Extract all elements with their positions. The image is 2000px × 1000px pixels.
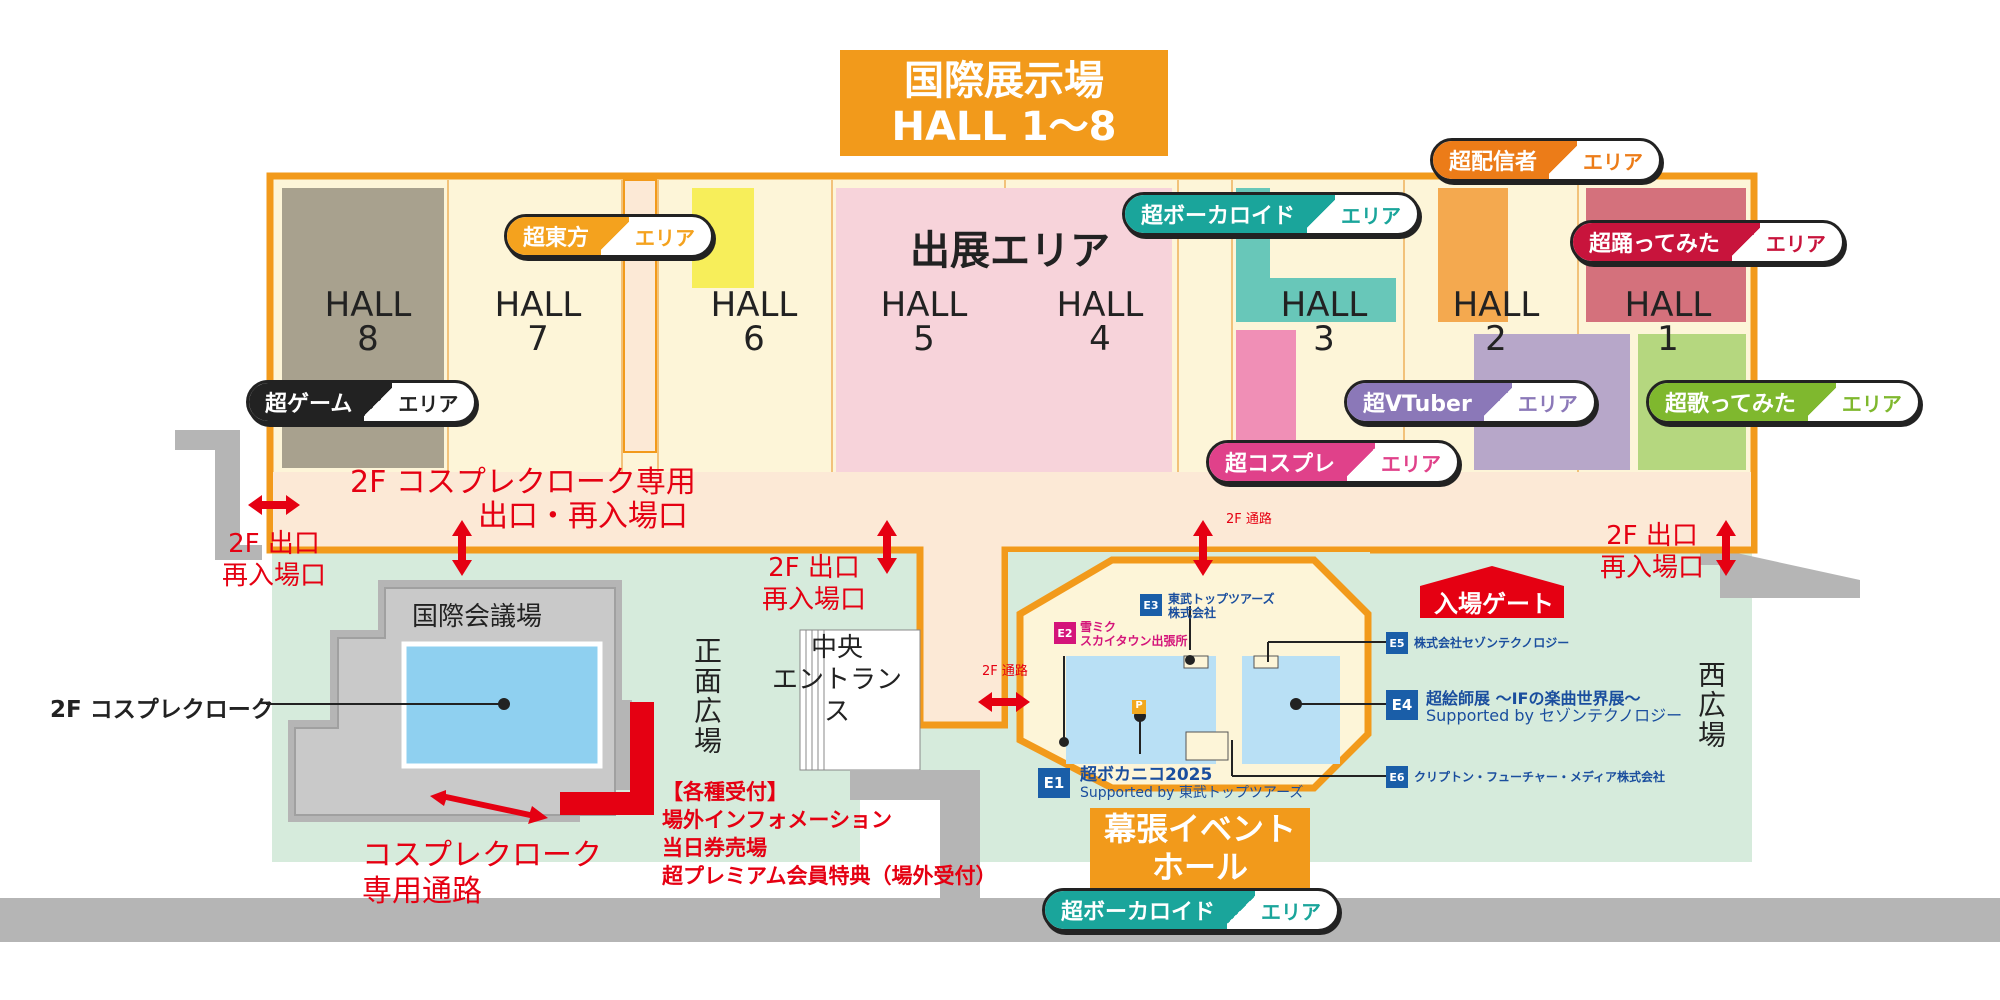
walkway-right [1700, 545, 1860, 598]
parking-marker-icon: P [1135, 700, 1143, 711]
exit-left-label: 2F 出口 再入場口 [222, 529, 327, 591]
pill-sub: エリア [635, 225, 696, 250]
pill-sub: エリア [1381, 451, 1442, 476]
stairs-icon [601, 217, 630, 255]
stairs-icon [1347, 443, 1376, 481]
road [0, 898, 2000, 942]
stairs-icon [364, 383, 393, 421]
pill-main: 超配信者 [1433, 141, 1550, 179]
pill-sub: エリア [1583, 149, 1644, 174]
exit-right-label: 2F 出口 再入場口 [1600, 521, 1705, 583]
stairs-icon [1549, 141, 1578, 179]
pill-sub: エリア [1261, 899, 1322, 924]
exhibit-area-label: 出展エリア [910, 228, 1110, 274]
booth-e6-badge[interactable]: E6 [1386, 766, 1408, 788]
pill-sub: エリア [1765, 231, 1826, 256]
event-hall-label-bg [1090, 808, 1310, 888]
event-hall-label: 幕張イベント ホール [1103, 810, 1296, 886]
booth-e6-label: クリプトン・フューチャー・メディア株式会社 [1414, 770, 1666, 784]
pill-sub: エリア [1341, 203, 1402, 228]
booth-e5-badge[interactable]: E5 [1386, 632, 1408, 654]
passage-top-label: 2F 通路 [1226, 512, 1272, 527]
pill-main: 超ゲーム [249, 383, 365, 421]
area-pill-game[interactable]: 超ゲーム エリア [246, 380, 478, 424]
booth-e3-label: 東武トップツアーズ 株式会社 [1168, 592, 1275, 620]
pill-sub: エリア [1517, 391, 1578, 416]
pill-main: 超コスプレ [1209, 443, 1348, 481]
nishi-hiroba-label: 西広場 [1694, 660, 1727, 750]
pill-main: 超歌ってみた [1649, 383, 1808, 421]
area-pill-utattemita[interactable]: 超歌ってみた エリア [1646, 380, 1921, 424]
pill-main: 超東方 [507, 217, 602, 255]
booth-e1-badge[interactable]: E1 [1038, 768, 1070, 798]
area-pill-vocaloid-bottom[interactable]: 超ボーカロイド エリア [1042, 888, 1341, 932]
pill-sub: エリア [398, 391, 459, 416]
central-entrance-stairs [799, 629, 921, 771]
booth-e1-label: 超ボカニコ2025 Supported by 東武トップツアーズ [1080, 765, 1304, 801]
booth-e2-label: 雪ミク スカイタウン出張所 [1080, 620, 1188, 648]
shomen-hiroba-label: 正面広場 [690, 636, 723, 756]
title-line1: 国際展示場 [904, 58, 1104, 104]
pill-main: 超ボーカロイド [1125, 195, 1308, 233]
exit-center-label: 2F 出口 再入場口 [762, 553, 867, 615]
pill-sub: エリア [1841, 391, 1902, 416]
booth-e4-badge[interactable]: E4 [1386, 690, 1418, 720]
area-pill-odottemita[interactable]: 超踊ってみた エリア [1570, 220, 1845, 264]
central-entrance-label: 中央 エントランス [771, 633, 902, 727]
booth-e5-label: 株式会社セゾンテクノロジー [1414, 636, 1570, 650]
area-pill-haishinsha[interactable]: 超配信者 エリア [1430, 138, 1663, 182]
pill-main: 超VTuber [1347, 383, 1484, 421]
haishinsha-area-block [1438, 188, 1508, 322]
corridor [273, 472, 1751, 725]
event-hall-room-right [1242, 656, 1340, 764]
area-pill-vtuber[interactable]: 超VTuber エリア [1344, 380, 1597, 424]
pill-main: 超ボーカロイド [1045, 891, 1228, 929]
stairs-icon [1227, 891, 1256, 929]
area-pill-cosplay[interactable]: 超コスプレ エリア [1206, 440, 1461, 484]
title-line2: HALL 1〜8 [891, 104, 1117, 150]
cloak-passage-label: コスプレクローク 専用通路 [362, 838, 602, 909]
passage-left-label: 2F 通路 [982, 664, 1028, 679]
stairs-icon [1731, 223, 1760, 261]
reception-info: 【各種受付】 場外インフォメーション 当日券売場 超プレミアム会員特典（場外受付… [662, 780, 997, 888]
main-title: 国際展示場 HALL 1〜8 [840, 50, 1168, 156]
conference-label: 国際会議場 [412, 602, 543, 632]
entry-gate-sign [1420, 566, 1564, 618]
booth-e4-label: 超絵師展 〜IFの楽曲世界展〜 Supported by セゾンテクノロジー [1426, 689, 1683, 725]
exhibit-area-block [836, 188, 1172, 472]
booth-e2-badge[interactable]: E2 [1054, 622, 1076, 644]
cloak-exit-label: 2F コスプレクローク専用 出口・再入場口 [350, 465, 696, 534]
reception-booth [560, 702, 654, 815]
stairs-icon [1483, 383, 1512, 421]
area-pill-touhou[interactable]: 超東方 エリア [504, 214, 715, 258]
stairs-left [175, 430, 262, 560]
pill-main: 超踊ってみた [1573, 223, 1732, 261]
cosplay-cloak-label: 2F コスプレクローク [50, 697, 274, 723]
entry-gate-label: 入場ゲート [1434, 590, 1554, 618]
booth-e3-badge[interactable]: E3 [1140, 594, 1162, 616]
area-pill-vocaloid-top[interactable]: 超ボーカロイド エリア [1122, 192, 1421, 236]
exit-arrows [248, 495, 1736, 824]
stairs-icon [1807, 383, 1836, 421]
stairs-icon [1307, 195, 1336, 233]
